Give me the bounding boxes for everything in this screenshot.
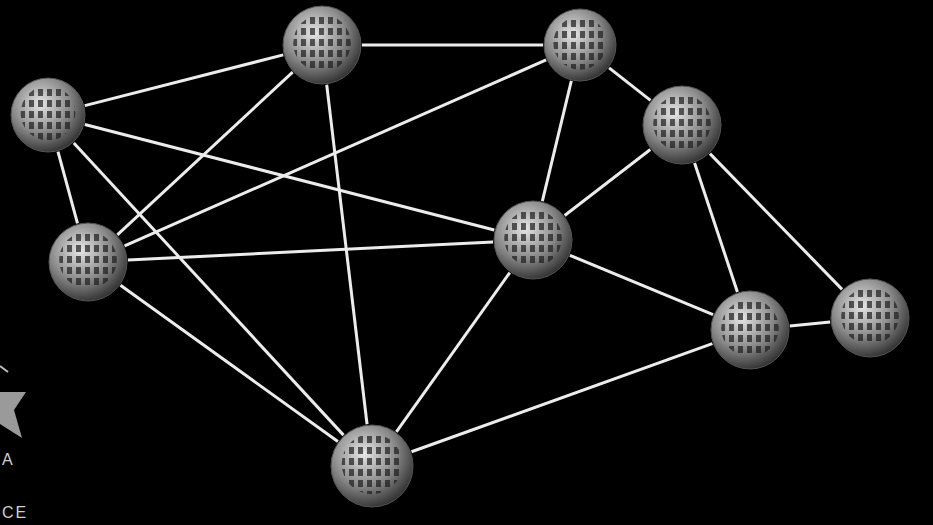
network-link <box>695 163 738 292</box>
building-circle <box>330 424 414 508</box>
building-facade <box>504 209 562 267</box>
building-circle <box>642 85 722 165</box>
circle-outline <box>493 200 573 280</box>
building-facade <box>721 299 779 357</box>
network-link <box>58 152 78 224</box>
circle-fill <box>544 9 616 81</box>
logo-fragment <box>0 392 26 438</box>
network-link <box>120 285 337 441</box>
circle-fill <box>711 291 789 369</box>
logo-text: A <box>2 452 15 468</box>
building-circle <box>710 290 790 370</box>
network-link <box>362 44 543 47</box>
network-link <box>396 273 509 432</box>
network-link <box>565 149 651 215</box>
network-link <box>609 68 650 100</box>
building-facade <box>841 287 899 345</box>
circle-outline <box>10 77 86 153</box>
network-link <box>128 242 493 260</box>
building-circle <box>543 8 617 82</box>
building-facade <box>59 231 117 289</box>
network-link <box>542 81 571 201</box>
network-link <box>790 322 830 326</box>
circle-fill <box>643 86 721 164</box>
network-link <box>85 55 283 106</box>
building-facade <box>653 94 711 152</box>
circle-fill <box>11 78 85 152</box>
network-link <box>412 344 713 452</box>
network-link <box>570 255 713 314</box>
circle-outline <box>48 222 128 302</box>
network-link <box>125 60 547 246</box>
building-circle <box>282 5 362 85</box>
network-link <box>710 154 842 290</box>
circle-outline <box>330 424 414 508</box>
circle-outline <box>830 278 910 358</box>
building-circle <box>10 77 86 153</box>
logo-text: CE <box>2 505 28 521</box>
circle-fill <box>494 201 572 279</box>
circle-outline <box>710 290 790 370</box>
building-facade <box>342 434 402 494</box>
building-circle <box>48 222 128 302</box>
circle-fill <box>831 279 909 357</box>
circle-outline <box>642 85 722 165</box>
circle-fill <box>283 6 361 84</box>
building-facade <box>21 86 76 141</box>
circle-fill <box>49 223 127 301</box>
logo-fragment <box>0 366 8 372</box>
building-facade <box>293 14 351 72</box>
circle-fill <box>331 425 413 507</box>
building-circle <box>493 200 573 280</box>
building-circle <box>830 278 910 358</box>
building-facade <box>553 17 606 70</box>
circle-outline <box>282 5 362 85</box>
network-link <box>327 85 367 425</box>
network-link <box>85 124 494 230</box>
circle-outline <box>543 8 617 82</box>
